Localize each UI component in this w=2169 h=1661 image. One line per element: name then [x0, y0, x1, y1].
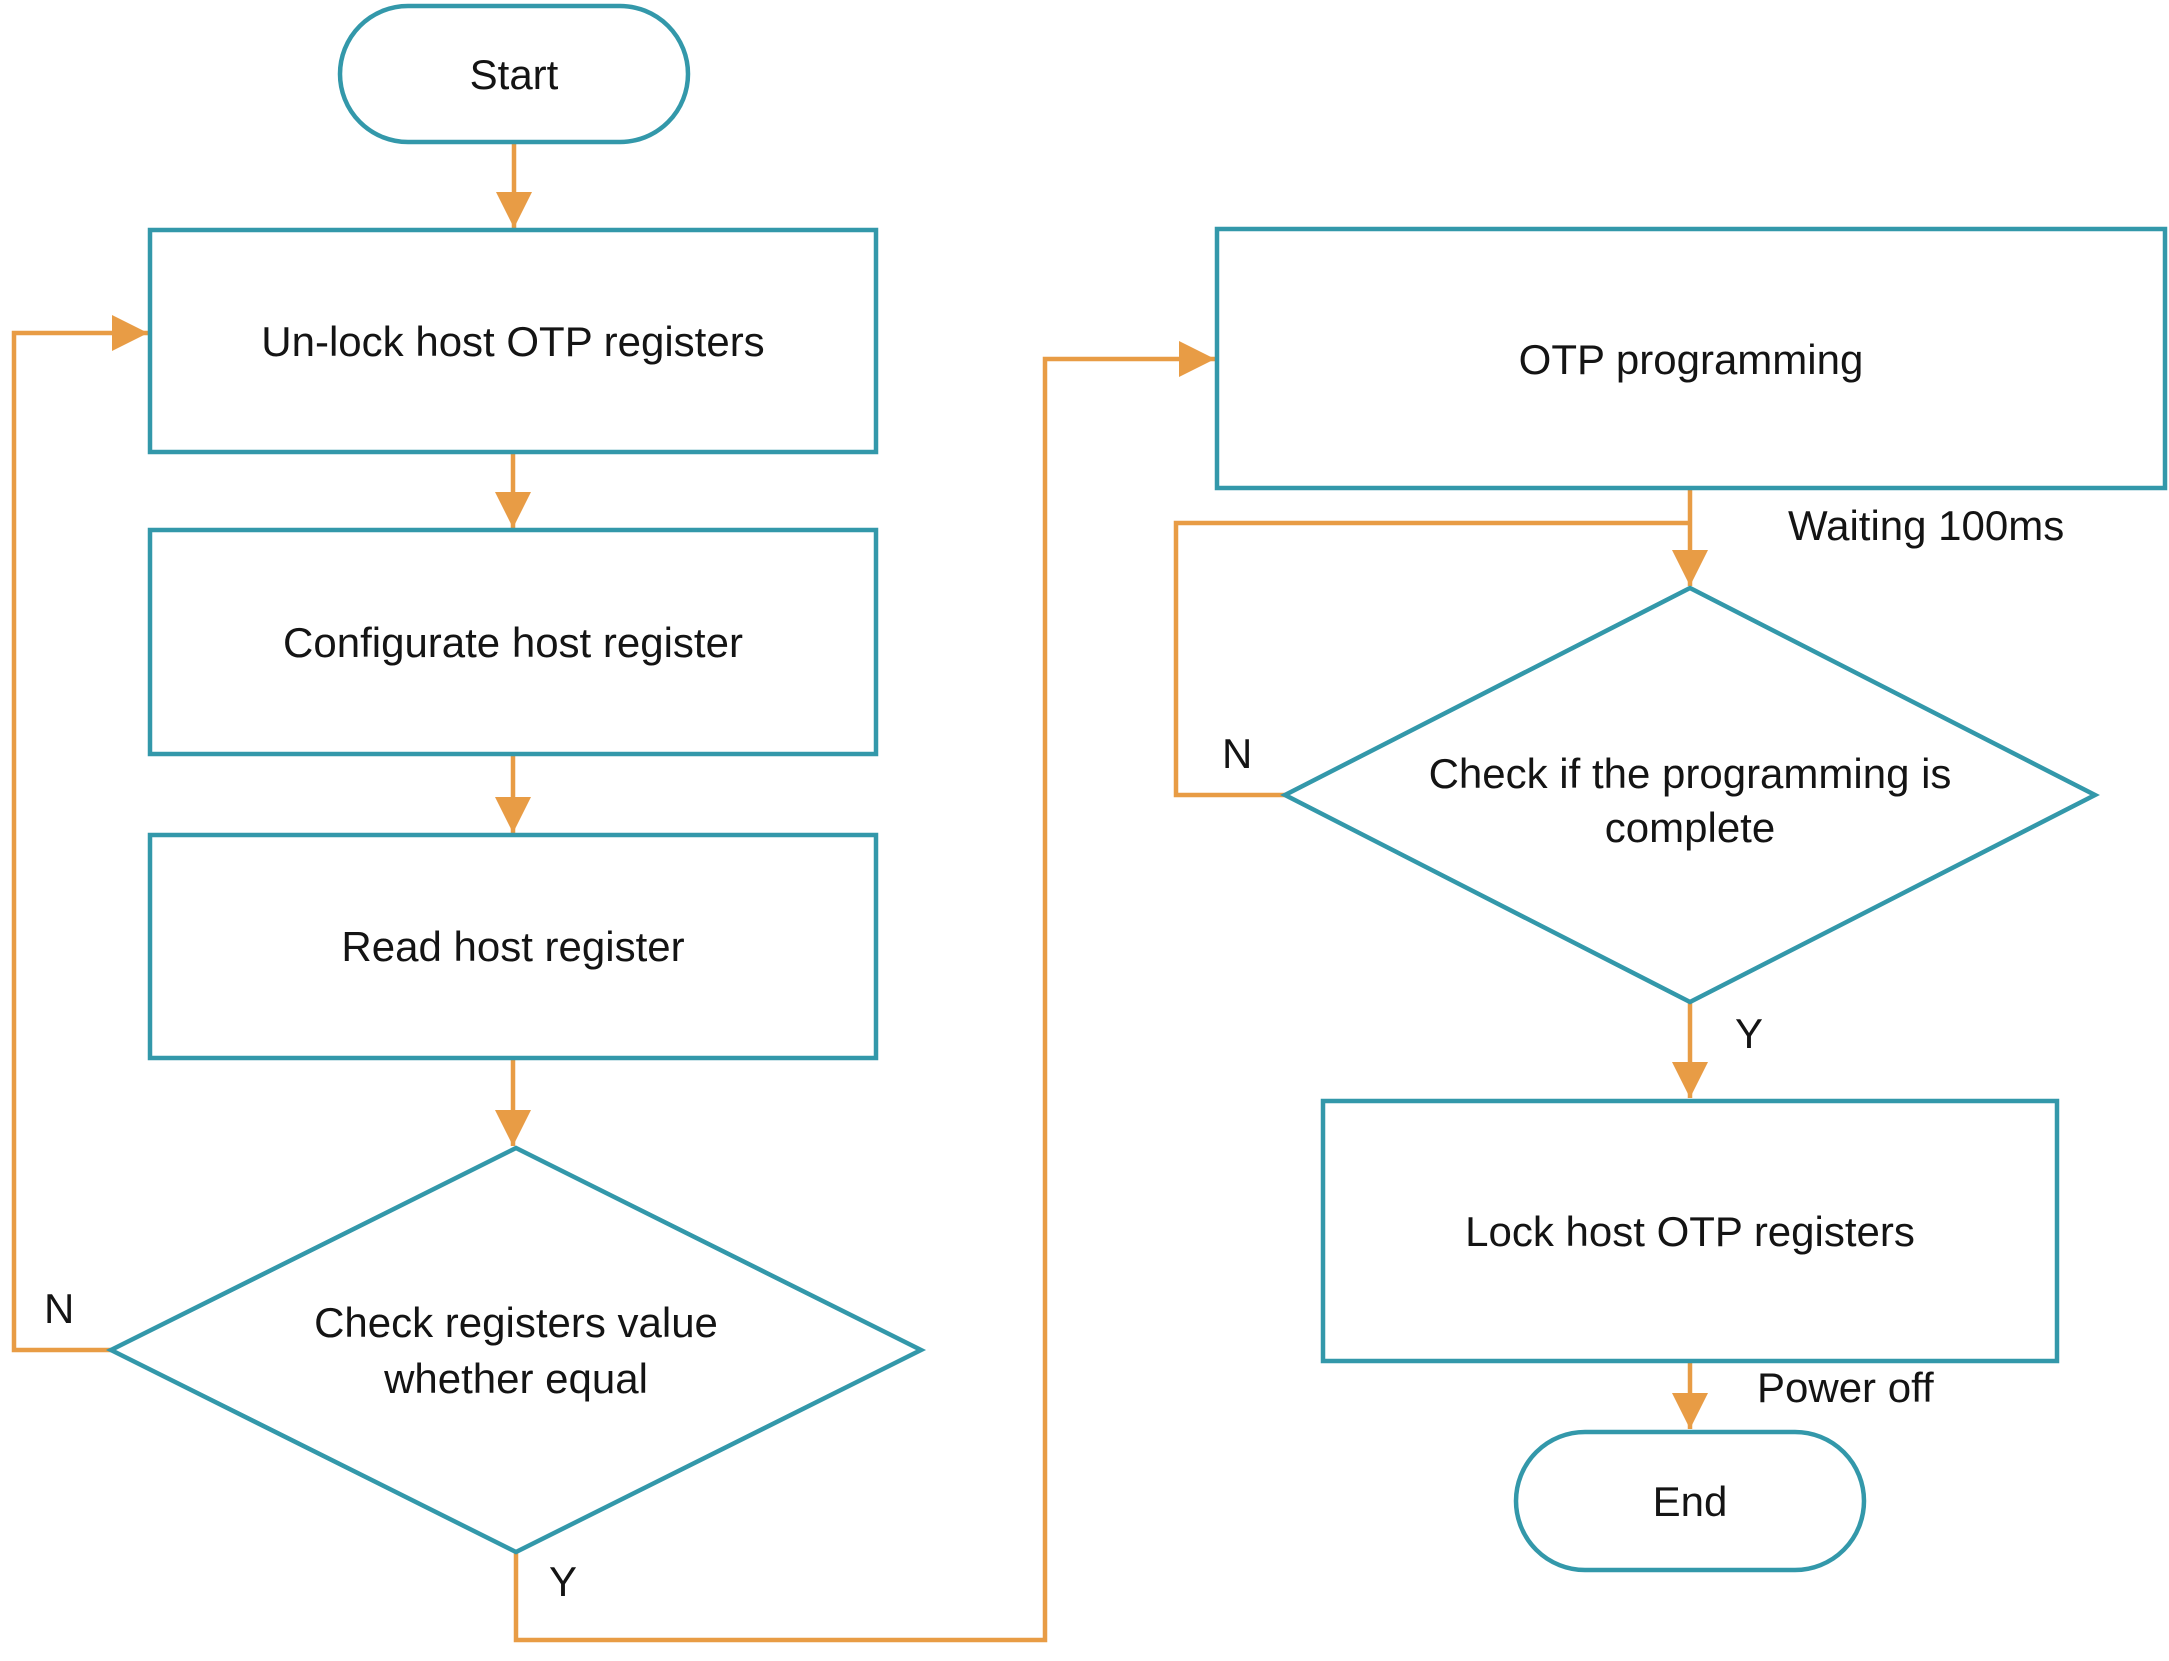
edge-check-registers-no-loop: [11, 315, 148, 1353]
check-registers-diamond-shape: [105, 1145, 927, 1555]
check-complete-decision-node: Check if the programming is complete: [1280, 585, 2100, 1005]
check-complete-label-line2: complete: [1605, 804, 1775, 851]
otp-programming-label: OTP programming: [1519, 336, 1864, 383]
edge-label-power-off: Power off: [1757, 1364, 1934, 1411]
read-process-shape: [147, 832, 879, 1061]
otp-programming-node: OTP programming: [1214, 226, 2168, 491]
configurate-label: Configurate host register: [283, 619, 743, 666]
edges: [11, 144, 1708, 1643]
lock-host-otp-registers-node: Lock host OTP registers: [1320, 1098, 2060, 1364]
read-label: Read host register: [341, 923, 684, 970]
edge-label-waiting-100ms: Waiting 100ms: [1788, 502, 2064, 549]
edge-check-complete-no-loop: [1173, 520, 1692, 798]
edge-label-check-registers-yes: Y: [549, 1558, 577, 1605]
unlock-process-shape: [147, 227, 879, 455]
edge-label-check-complete-no: N: [1222, 730, 1252, 777]
otp-programming-process-shape: [1214, 226, 2168, 491]
read-host-register-node: Read host register: [147, 832, 879, 1061]
lock-process-shape: [1320, 1098, 2060, 1364]
check-registers-label-line1: Check registers value: [314, 1299, 718, 1346]
start-node: Start: [337, 3, 691, 145]
check-registers-decision-node: Check registers value whether equal: [105, 1145, 927, 1555]
start-label: Start: [470, 51, 559, 98]
end-terminator-shape: [1513, 1429, 1867, 1573]
edge-label-check-complete-yes: Y: [1735, 1010, 1763, 1057]
edge-label-check-registers-no: N: [44, 1285, 74, 1332]
end-node: End: [1513, 1429, 1867, 1573]
check-complete-diamond-shape: [1280, 585, 2100, 1005]
edge-labels: N Y Waiting 100ms N Y Power off: [44, 502, 2064, 1605]
check-registers-label-line2: whether equal: [383, 1355, 648, 1402]
configurate-process-shape: [147, 527, 879, 757]
start-terminator-shape: [337, 3, 691, 145]
configurate-host-register-node: Configurate host register: [147, 527, 879, 757]
unlock-host-otp-registers-node: Un-lock host OTP registers: [147, 227, 879, 455]
edge-check-registers-yes-to-otp: [513, 341, 1215, 1643]
lock-label: Lock host OTP registers: [1465, 1208, 1915, 1255]
check-complete-label-line1: Check if the programming is: [1429, 750, 1952, 797]
end-label: End: [1653, 1478, 1728, 1525]
unlock-label: Un-lock host OTP registers: [261, 318, 764, 365]
